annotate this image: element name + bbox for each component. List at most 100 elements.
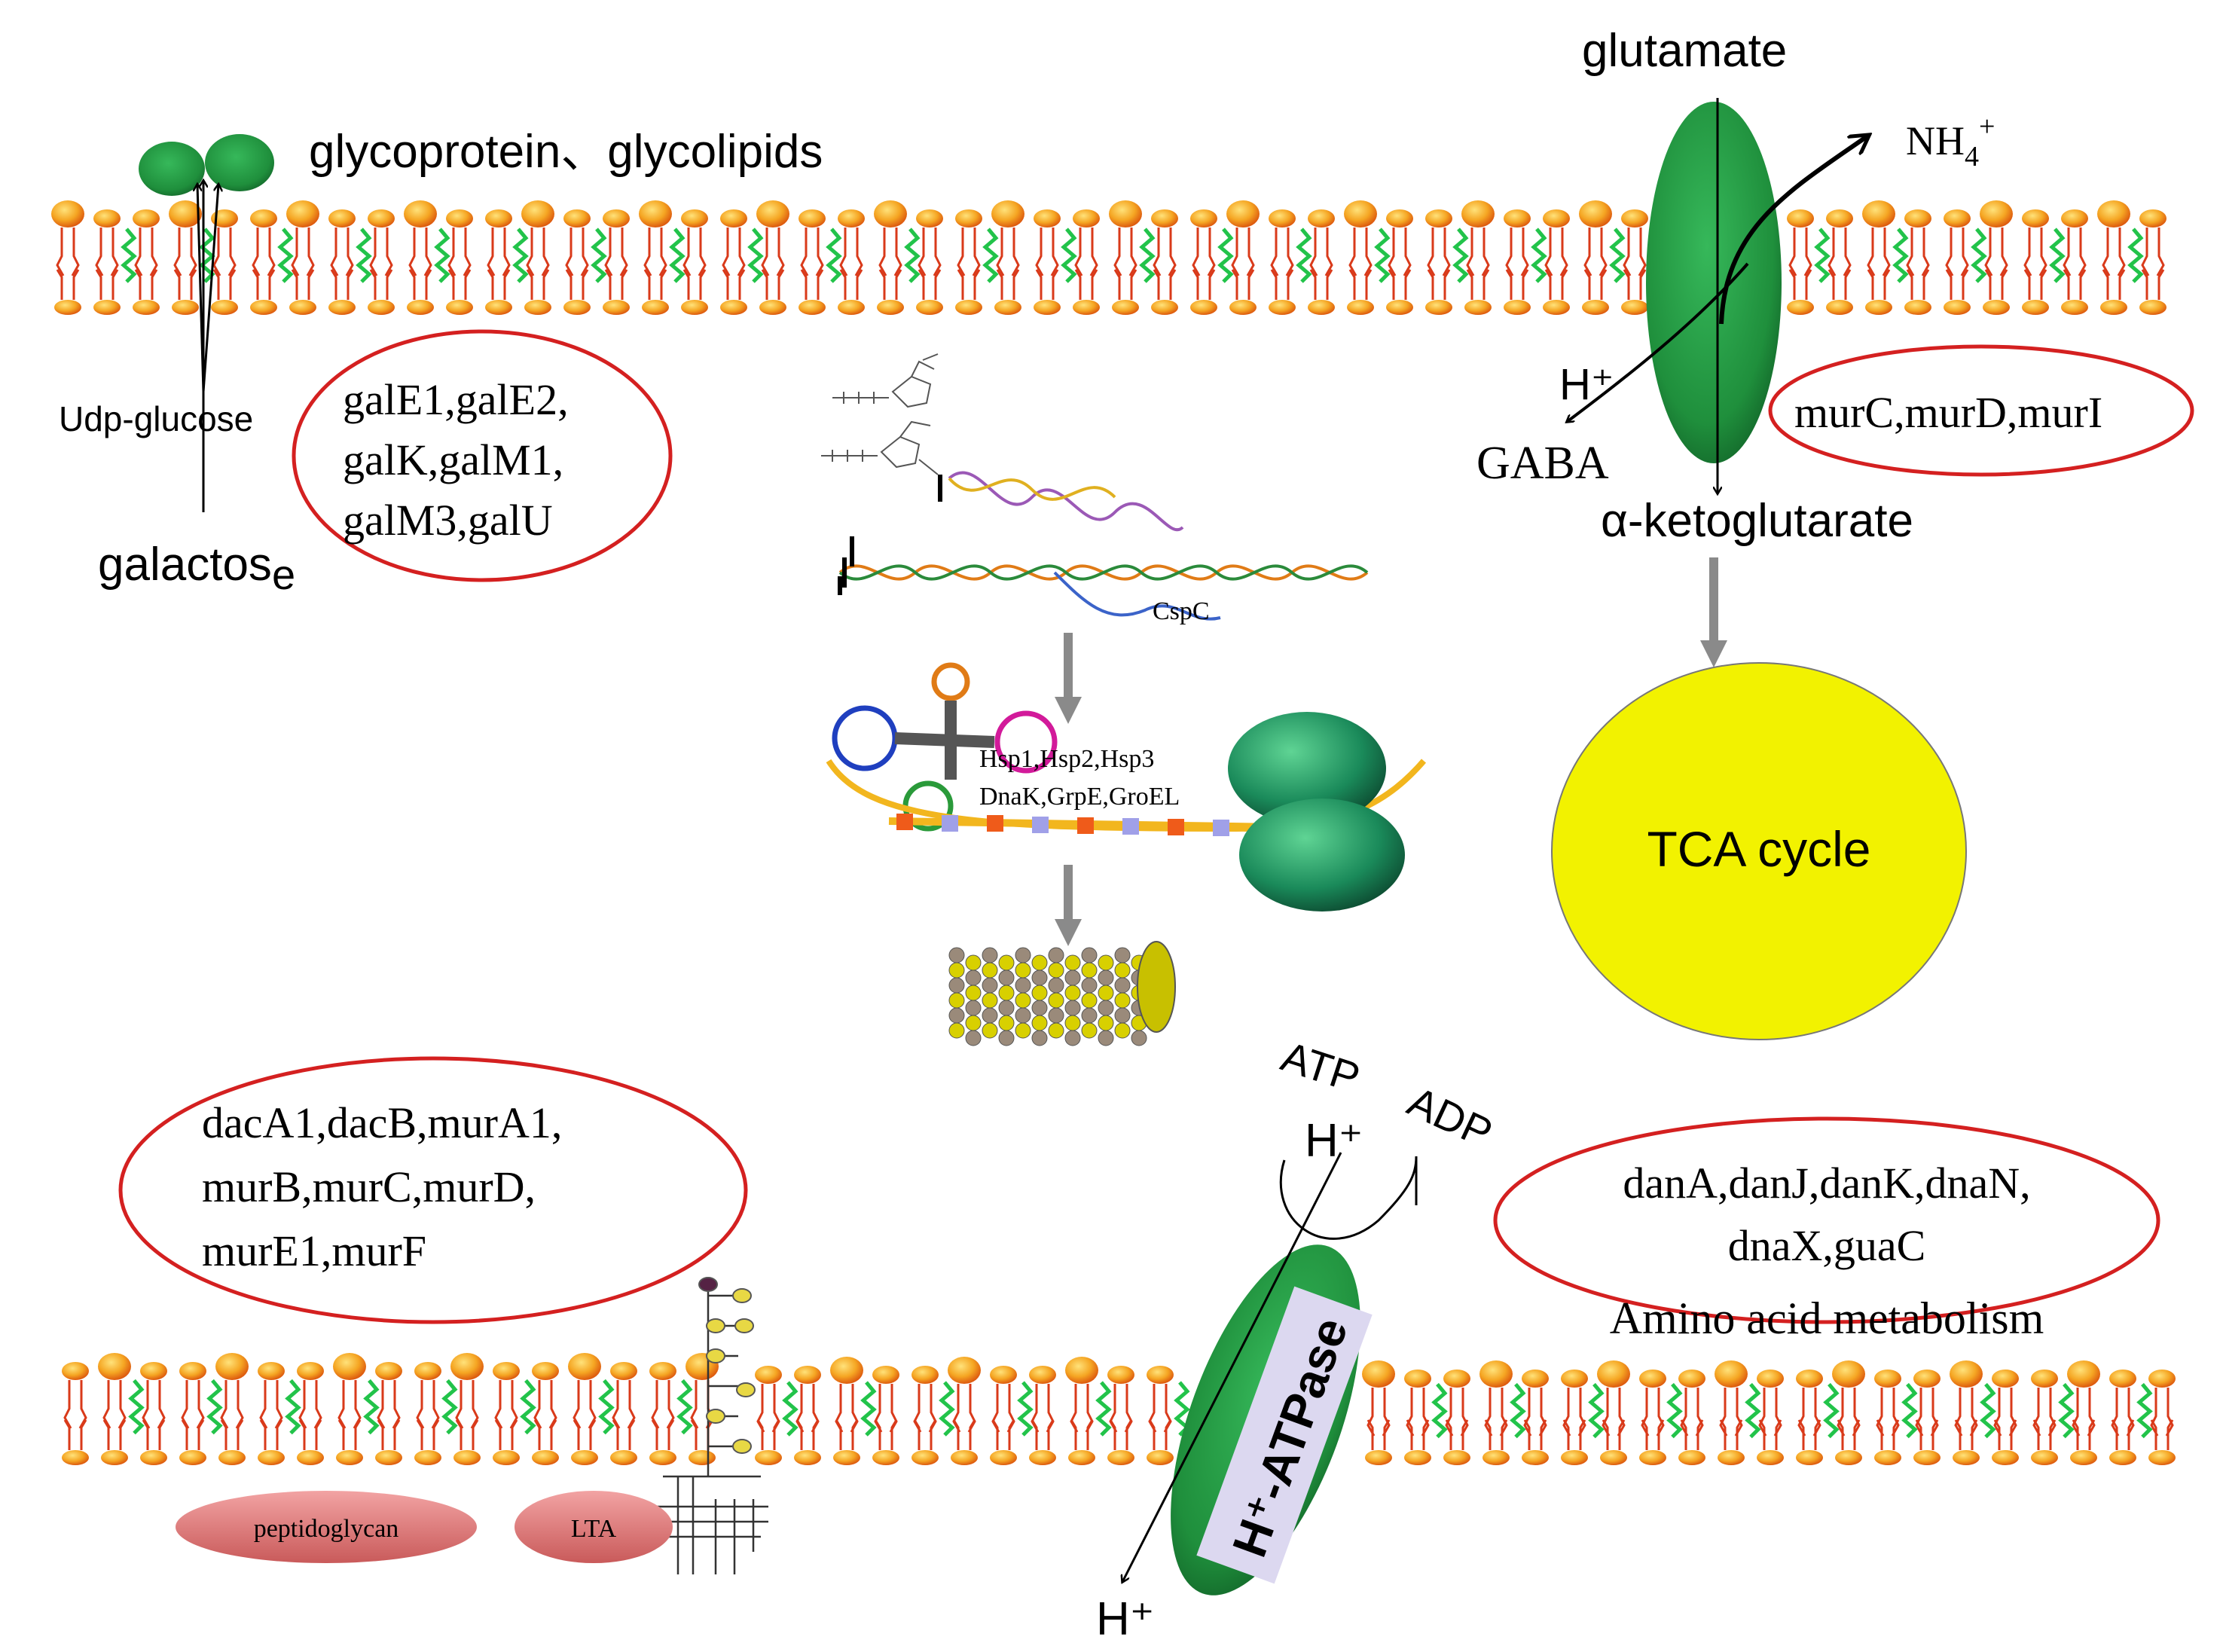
protein-subunit xyxy=(965,1000,982,1016)
lipid-tail xyxy=(1523,1419,1531,1450)
membrane-helix xyxy=(356,227,372,283)
lipid-tail xyxy=(1052,269,1059,300)
lipid-head xyxy=(2067,1360,2100,1388)
membrane-helix xyxy=(1510,1382,1526,1439)
protein-subunit xyxy=(1131,1030,1147,1046)
lipid-head xyxy=(759,300,786,315)
lipid-head xyxy=(951,1450,978,1465)
protein-subunit xyxy=(1098,985,1114,1001)
lipid-head xyxy=(1068,1450,1095,1465)
lipid-tail xyxy=(1012,269,1020,300)
lipid-head xyxy=(1796,1450,1823,1465)
lipid-tail xyxy=(227,227,237,276)
lipid-tail xyxy=(1246,227,1255,276)
lipid-head xyxy=(289,300,316,315)
lipid-head xyxy=(1365,1450,1392,1465)
dna-gene-line: danA,danJ,danK,dnaN, xyxy=(1623,1159,2030,1208)
nh4-subscript: 4 xyxy=(1965,141,1979,173)
lipid-head xyxy=(991,200,1024,227)
lipid-tail xyxy=(973,269,981,300)
lipid-tail xyxy=(773,1419,780,1450)
lipid-tail xyxy=(969,1419,976,1450)
lipid-tail xyxy=(307,269,315,300)
membrane-helix xyxy=(1431,1382,1448,1439)
lipid-head xyxy=(2070,1450,2097,1465)
bottom-cell-membrane-middle xyxy=(755,1357,1190,1465)
lipid-tail xyxy=(56,227,65,276)
lipid-tail xyxy=(408,269,416,300)
lipid-tail xyxy=(1736,1419,1743,1450)
lipid-head xyxy=(1443,1450,1470,1465)
lipid-head xyxy=(1983,300,2010,315)
lipid-head xyxy=(1543,209,1570,227)
lipid-tail xyxy=(667,1419,675,1450)
lipid-head xyxy=(1190,300,1217,315)
lipid-tail xyxy=(761,269,768,300)
protein-subunit xyxy=(1048,947,1064,963)
lipid-tail xyxy=(1388,227,1397,276)
nh4-superscript: + xyxy=(1979,111,1995,142)
nh4-label: NH4+ xyxy=(1906,111,1995,173)
lipid-head xyxy=(799,300,826,315)
lipid-tail xyxy=(1422,1419,1430,1450)
peptidoglycan-gene-line: dacA1,dacB,murA1, xyxy=(202,1098,562,1147)
lipid-tail xyxy=(1285,227,1294,276)
lipid-tail xyxy=(291,269,298,300)
protein-subunit xyxy=(1015,962,1031,979)
lipid-head xyxy=(2139,209,2167,227)
lipid-head xyxy=(1107,1366,1134,1384)
lipid-head xyxy=(453,1450,481,1465)
lipid-head xyxy=(375,1450,402,1465)
bottom-cell-membrane-left xyxy=(62,1353,719,1465)
membrane-helix xyxy=(1588,1382,1605,1439)
lipid-tail xyxy=(619,227,628,276)
protein-subunit xyxy=(1031,985,1048,1001)
protein-subunit xyxy=(1064,1030,1081,1046)
lipid-head xyxy=(286,200,319,227)
udp-glucose-label: Udp-glucose xyxy=(59,399,253,438)
protein-subunit xyxy=(998,1000,1015,1016)
lipid-tail xyxy=(918,227,927,276)
dna-gene-ellipse xyxy=(1493,1116,2160,1324)
lipid-tail xyxy=(181,1419,188,1450)
lipid-tail xyxy=(1960,227,1969,276)
protein-subunit xyxy=(948,1022,965,1039)
protein-subunit xyxy=(965,1015,982,1031)
bottom-cell-membrane-right xyxy=(1362,1360,2176,1465)
lipid-tail xyxy=(377,1419,384,1450)
lipid-tail xyxy=(455,1419,463,1450)
lipid-head xyxy=(955,300,982,315)
lipid-head xyxy=(1344,200,1377,227)
lipid-tail xyxy=(1931,1419,1939,1450)
galactose-label: galactose xyxy=(98,539,295,598)
lipid-tail xyxy=(1366,1388,1376,1437)
lipid-tail xyxy=(1812,1388,1821,1437)
lipid-tail xyxy=(111,269,119,300)
lipid-tail xyxy=(542,269,550,300)
lipid-tail xyxy=(690,1419,698,1450)
lipid-tail xyxy=(190,269,197,300)
lipid-tail xyxy=(1466,227,1475,276)
lipid-tail xyxy=(2008,1388,2017,1437)
lipid-tail xyxy=(1366,1419,1374,1450)
lipid-tail xyxy=(1993,1388,2002,1437)
galactose-arrows xyxy=(197,181,218,512)
lipid-head xyxy=(1944,300,1971,315)
membrane-helix xyxy=(277,227,294,283)
lipid-head xyxy=(133,300,160,315)
lipid-tail xyxy=(1559,227,1568,276)
lipid-tail xyxy=(1070,1419,1077,1450)
lipid-head xyxy=(2022,209,2049,227)
lipid-tail xyxy=(119,1419,127,1450)
lipid-tail xyxy=(1309,269,1317,300)
membrane-helix xyxy=(747,227,764,283)
lipid-tail xyxy=(854,227,863,276)
lipid-head xyxy=(368,300,395,315)
lipid-tail xyxy=(71,227,80,276)
lipid-tail xyxy=(276,1419,283,1450)
lipid-head xyxy=(689,1450,716,1465)
lipid-tail xyxy=(2111,1419,2118,1450)
lipid-tail xyxy=(1906,269,1913,300)
lipid-tail xyxy=(1954,1388,1963,1437)
